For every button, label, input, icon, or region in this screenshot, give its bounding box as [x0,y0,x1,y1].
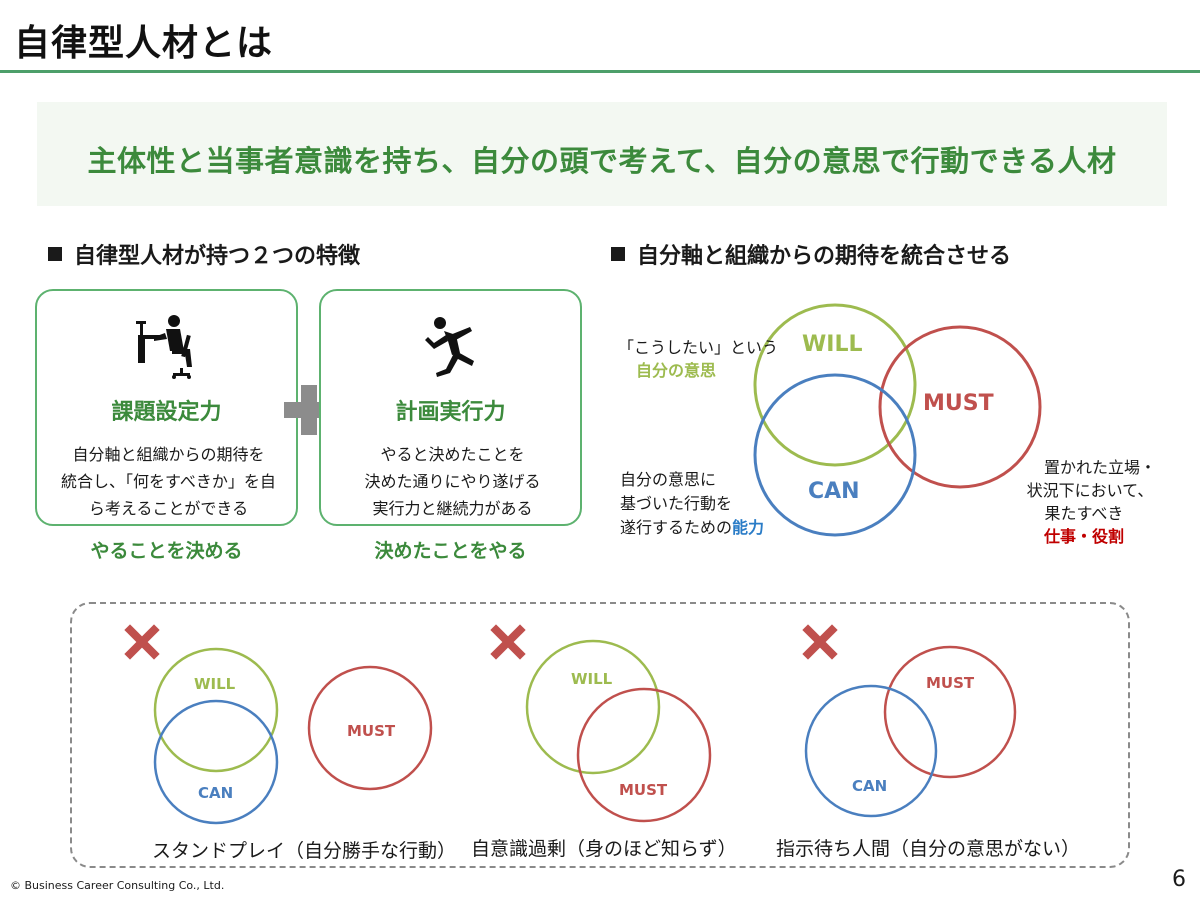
slide-title: 自律型人材とは [14,23,274,64]
will-circle [753,303,917,467]
can-circle [753,373,917,537]
card-title: 計画実行力 [395,400,506,425]
must-label: MUST [619,781,668,799]
card-body: 自分軸と組織からの期待を 統合し、「何をすべきか」を自 ら考えることができる [61,445,276,518]
can-label: CAN [198,784,234,802]
cross-icon [490,624,526,660]
must-note-line: 果たすべき [1044,504,1124,523]
bad-example-wait-for-instructions: MUST CAN [800,620,1030,870]
card-caption: 決めたことをやる [374,540,527,562]
card-caption: やることを決める [90,540,243,562]
will-note-emphasis: 自分の意思 [636,361,717,380]
cross-icon [124,624,160,660]
must-circle [878,325,1042,489]
feature-card-plan-execution: 計画実行力 やると決めたことを 決めた通りにやり遂げる 実行力と継続力がある [319,289,582,526]
cross-icon [802,624,838,660]
person-at-desk-icon [37,313,296,379]
can-note-line: 遂行するための能力 [620,518,765,537]
must-note-line: 置かれた立場・ [1043,458,1156,477]
square-bullet-icon [611,247,625,261]
feature-card-problem-setting: 課題設定力 自分軸と組織からの期待を 統合し、「何をすべきか」を自 ら考えること… [35,289,298,526]
definition-banner: 主体性と当事者意識を持ち、自分の頭で考えて、自分の意思で行動できる人材 [37,102,1167,206]
bad-example-caption: 自意識過剰（身のほど知らず） [471,838,737,860]
bad-examples-box [70,602,1130,868]
right-section-heading: 自分軸と組織からの期待を統合させる [611,238,1011,270]
bad-example-overconfidence: WILL MUST [486,620,746,870]
bad-example-caption: 指示待ち人間（自分の意思がない） [776,838,1081,860]
copyright-notice: © Business Career Consulting Co., Ltd. [10,879,225,892]
must-note-emphasis: 仕事・役割 [1043,527,1124,546]
must-note-line: 状況下において、 [1026,481,1154,500]
must-label: MUST [347,722,396,740]
can-label: CAN [808,479,860,504]
must-label: MUST [926,674,975,692]
will-note: 「こうしたい」という [618,338,779,357]
can-note-line: 自分の意思に [620,470,717,489]
bad-example-caption: スタンドプレイ（自分勝手な行動） [152,840,457,862]
will-label: WILL [802,332,863,357]
square-bullet-icon [48,247,62,261]
must-label: MUST [923,391,994,416]
title-underline [0,70,1200,73]
will-label: WILL [194,675,236,693]
will-can-must-venn: WILL MUST CAN 「こうしたい」という 自分の意思 自分の意思に 基づ… [600,290,1190,570]
left-section-heading: 自律型人材が持つ２つの特徴 [48,238,360,270]
page-number: 6 [1172,867,1186,892]
bad-example-standplay: WILL CAN MUST [120,620,450,870]
can-label: CAN [852,777,888,795]
card-title: 課題設定力 [111,400,222,425]
can-note-emphasis: 能力 [732,518,765,537]
can-note-line: 基づいた行動を [620,494,733,513]
running-person-icon [321,313,580,379]
will-label: WILL [571,670,613,688]
card-body: やると決めたことを 決めた通りにやり遂げる 実行力と継続力がある [364,445,541,518]
definition-text: 主体性と当事者意識を持ち、自分の頭で考えて、自分の意思で行動できる人材 [87,144,1117,178]
